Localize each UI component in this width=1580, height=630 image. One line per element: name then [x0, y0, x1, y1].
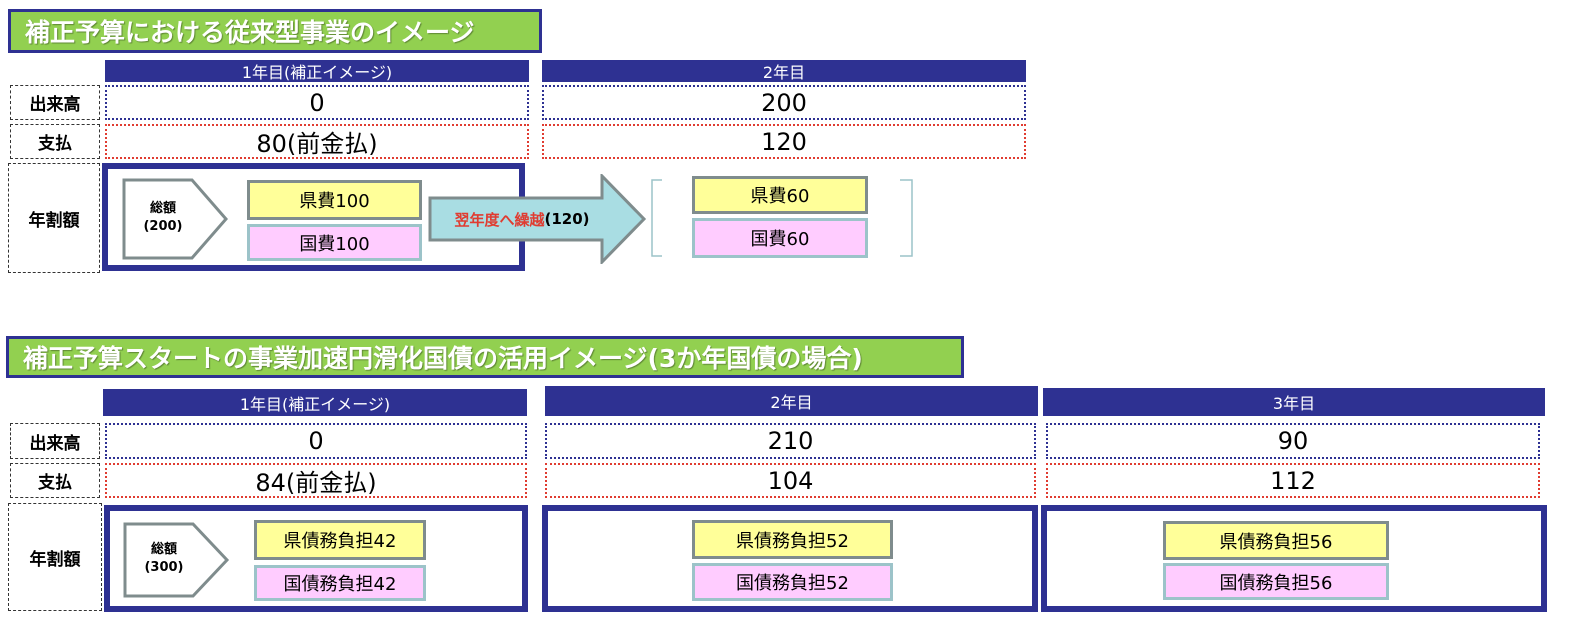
s2-production-y2: 210 [545, 423, 1036, 459]
s1-y2-prefecture-box: 県費60 [692, 176, 868, 214]
s2-y1-prefecture-box: 県債務負担42 [254, 520, 426, 560]
s2-year3-header: 3年目 [1043, 388, 1545, 416]
s2-production-y1: 0 [105, 423, 527, 459]
s2-y3-prefecture-box: 県債務負担56 [1163, 521, 1389, 560]
s1-label-annual: 年割額 [8, 163, 100, 273]
s1-carryover-text: 翌年度へ繰越(120) [432, 206, 612, 232]
s1-carryover-amount: (120) [544, 210, 590, 228]
s2-label-production: 出来高 [10, 423, 100, 459]
s2-production-y3: 90 [1046, 423, 1540, 459]
s1-year2-brackets [651, 179, 913, 257]
s1-label-production: 出来高 [10, 85, 100, 120]
s2-payment-y2: 104 [545, 463, 1036, 498]
s1-y1-national-box: 国費100 [247, 224, 422, 261]
s2-y2-national-box: 国債務負担52 [692, 563, 893, 601]
s2-total-text: 総額 (300) [127, 541, 201, 577]
s1-production-y1: 0 [105, 85, 529, 120]
s1-payment-y2: 120 [542, 124, 1026, 159]
s2-total-pentagon [123, 522, 230, 598]
s1-year2-header: 2年目 [542, 60, 1026, 82]
s1-carryover-label: 翌年度へ繰越 [454, 210, 545, 229]
s1-y2-national-box: 国費60 [692, 218, 868, 258]
s2-label-annual: 年割額 [8, 503, 102, 611]
s1-year1-header: 1年目(補正イメージ) [105, 60, 529, 82]
s2-year2-header: 2年目 [545, 386, 1038, 416]
s2-total-value: (300) [144, 560, 184, 575]
s1-production-y2: 200 [542, 85, 1026, 120]
s1-payment-y1: 80(前金払) [105, 124, 529, 159]
section1-title: 補正予算における従来型事業のイメージ [8, 9, 542, 53]
s2-y3-national-box: 国債務負担56 [1163, 563, 1389, 600]
s1-total-text: 総額 (200) [126, 200, 200, 236]
s1-total-label: 総額 [149, 201, 176, 216]
s2-year1-header: 1年目(補正イメージ) [103, 389, 527, 416]
s2-y2-prefecture-box: 県債務負担52 [692, 520, 893, 559]
s2-y1-national-box: 国債務負担42 [254, 565, 426, 601]
s2-payment-y3: 112 [1046, 463, 1540, 498]
s1-total-value: (200) [143, 219, 183, 234]
s2-payment-y1: 84(前金払) [105, 463, 527, 498]
section2-title: 補正予算スタートの事業加速円滑化国債の活用イメージ(3か年国債の場合) [6, 336, 964, 378]
s1-y1-prefecture-box: 県費100 [247, 180, 422, 220]
s2-label-payment: 支払 [10, 463, 100, 498]
s1-total-pentagon [122, 178, 228, 260]
s2-total-label: 総額 [150, 542, 177, 557]
s1-carryover-arrow [428, 174, 647, 264]
s1-label-payment: 支払 [10, 124, 100, 159]
